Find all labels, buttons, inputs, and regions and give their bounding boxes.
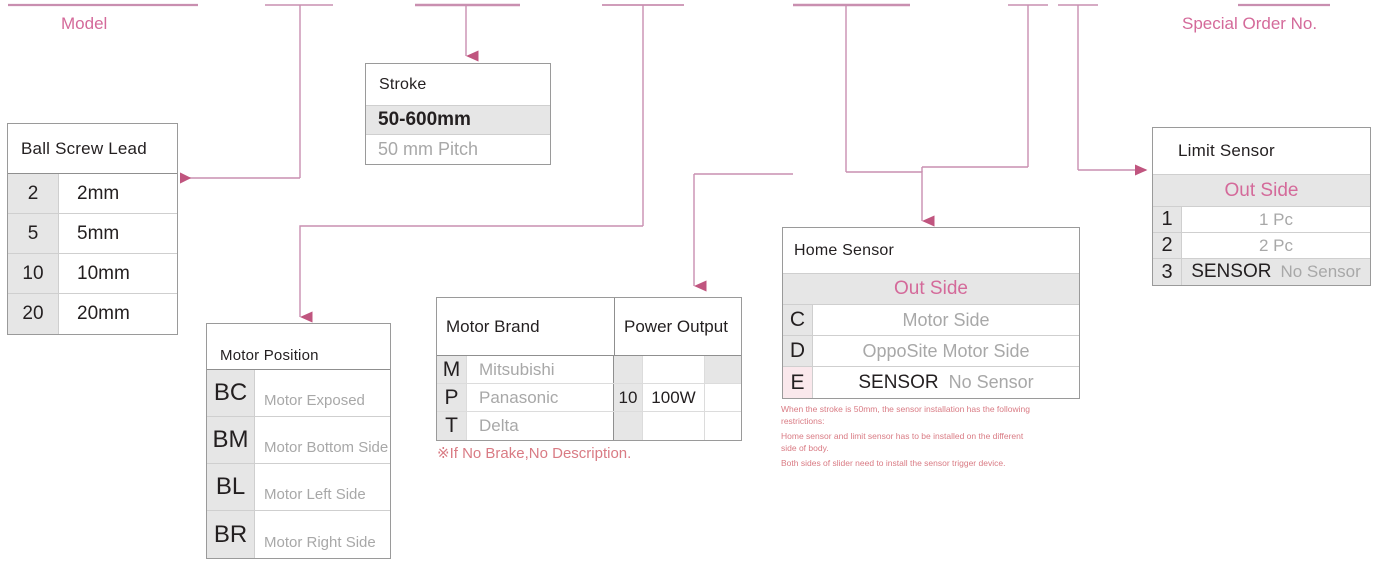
limit-sensor-strong: SENSOR [1191,261,1272,282]
motor-brand-title: Motor Brand [437,298,615,355]
ball-screw-lead-label: 20mm [59,294,177,334]
motor-position-code: BL [207,464,255,510]
table-row[interactable]: C Motor Side [783,305,1079,336]
limit-sensor-label: SENSOR No Sensor [1182,259,1370,285]
motor-position-code: BR [207,511,255,558]
limit-sensor-code: 1 [1153,207,1182,232]
limit-sensor-title: Limit Sensor [1153,128,1370,175]
home-sensor-title: Home Sensor [783,228,1079,274]
home-sensor-label: SENSOR No Sensor [813,367,1079,398]
motor-brand-name: Panasonic [467,384,614,411]
table-row[interactable]: 1 1 Pc [1153,207,1370,233]
motor-brand-name: Delta [467,412,614,440]
table-row[interactable]: 10 10mm [8,254,177,294]
limit-sensor-code: 3 [1153,259,1182,285]
brake-note: ※If No Brake,No Description. [437,445,632,462]
stroke-pitch: 50 mm Pitch [366,135,550,164]
home-sensor-group-label: Out Side [783,274,1079,305]
power-output-spare [705,356,741,383]
home-sensor-label: Motor Side [813,305,1079,335]
motor-brand-header: Motor Brand Power Output [437,298,741,356]
power-output-spare [705,412,741,440]
ball-screw-lead-label: 10mm [59,254,177,293]
motor-position-label: Motor Exposed [255,370,390,416]
caption-model: Model [61,14,108,33]
limit-sensor-label: 1 Pc [1182,207,1370,232]
ball-screw-lead-label: 2mm [59,174,177,213]
motor-brand-code: T [437,412,467,440]
motor-brand-code: M [437,356,467,383]
home-sensor-code: C [783,305,813,335]
power-output-code [614,356,643,383]
ball-screw-lead-code: 2 [8,174,59,213]
table-row[interactable]: E SENSOR No Sensor [783,367,1079,398]
stroke-range[interactable]: 50-600mm [366,106,550,135]
motor-position-label: Motor Bottom Side [255,417,390,463]
ball-screw-lead-table: Ball Screw Lead 2 2mm 5 5mm 10 10mm 20 2… [7,123,178,335]
limit-sensor-group-label: Out Side [1153,175,1370,207]
ball-screw-lead-code: 5 [8,214,59,253]
caption-special-order: Special Order No. [1182,14,1318,33]
motor-position-label: Motor Left Side [255,464,390,510]
power-output-code: 10 [614,384,643,411]
stroke-title: Stroke [366,64,550,106]
home-sensor-code: D [783,336,813,366]
home-sensor-table: Home Sensor Out Side C Motor Side D Oppo… [782,227,1080,399]
table-row[interactable]: 2 2 Pc [1153,233,1370,259]
table-row[interactable]: 20 20mm [8,294,177,334]
home-sensor-notes: When the stroke is 50mm, the sensor inst… [781,404,1031,470]
motor-position-title: Motor Position [207,324,390,370]
table-row[interactable]: 3 SENSOR No Sensor [1153,259,1370,285]
motor-position-code: BM [207,417,255,463]
motor-brand-table: Motor Brand Power Output M Mitsubishi P … [436,297,742,441]
table-row[interactable]: BL Motor Left Side [207,464,390,511]
home-sensor-note-line: Both sides of slider need to install the… [781,458,1006,468]
table-row[interactable]: BM Motor Bottom Side [207,417,390,464]
home-sensor-note-line: When the stroke is 50mm, the sensor inst… [781,404,1030,426]
table-row[interactable]: 2 2mm [8,174,177,214]
motor-position-code: BC [207,370,255,416]
table-row[interactable]: BC Motor Exposed [207,370,390,417]
power-output-code [614,412,643,440]
home-sensor-dim: No Sensor [948,372,1034,392]
limit-sensor-dim: No Sensor [1280,262,1361,281]
ball-screw-lead-label: 5mm [59,214,177,253]
limit-sensor-label: 2 Pc [1182,233,1370,258]
power-output-label [643,412,705,440]
motor-position-table: Motor Position BC Motor Exposed BM Motor… [206,323,391,559]
ball-screw-lead-title: Ball Screw Lead [8,124,177,174]
power-output-label [643,356,705,383]
table-row[interactable]: BR Motor Right Side [207,511,390,558]
home-sensor-strong: SENSOR [858,371,939,393]
home-sensor-label: OppoSite Motor Side [813,336,1079,366]
limit-sensor-code: 2 [1153,233,1182,258]
table-row[interactable]: D OppoSite Motor Side [783,336,1079,367]
ball-screw-lead-code: 10 [8,254,59,293]
table-row[interactable]: 5 5mm [8,214,177,254]
power-output-label: 100W [643,384,705,411]
home-sensor-note-line: Home sensor and limit sensor has to be i… [781,431,1024,453]
motor-brand-code: P [437,384,467,411]
power-output-spare [705,384,741,411]
home-sensor-code: E [783,367,813,398]
ball-screw-lead-code: 20 [8,294,59,334]
stroke-table: Stroke 50-600mm 50 mm Pitch [365,63,551,165]
power-output-title: Power Output [624,316,728,336]
motor-position-label: Motor Right Side [255,511,390,558]
limit-sensor-table: Limit Sensor Out Side 1 1 Pc 2 2 Pc 3 SE… [1152,127,1371,286]
table-row[interactable]: M Mitsubishi [437,356,741,384]
motor-brand-name: Mitsubishi [467,356,614,383]
table-row[interactable]: P Panasonic 10 100W [437,384,741,412]
table-row[interactable]: T Delta [437,412,741,440]
